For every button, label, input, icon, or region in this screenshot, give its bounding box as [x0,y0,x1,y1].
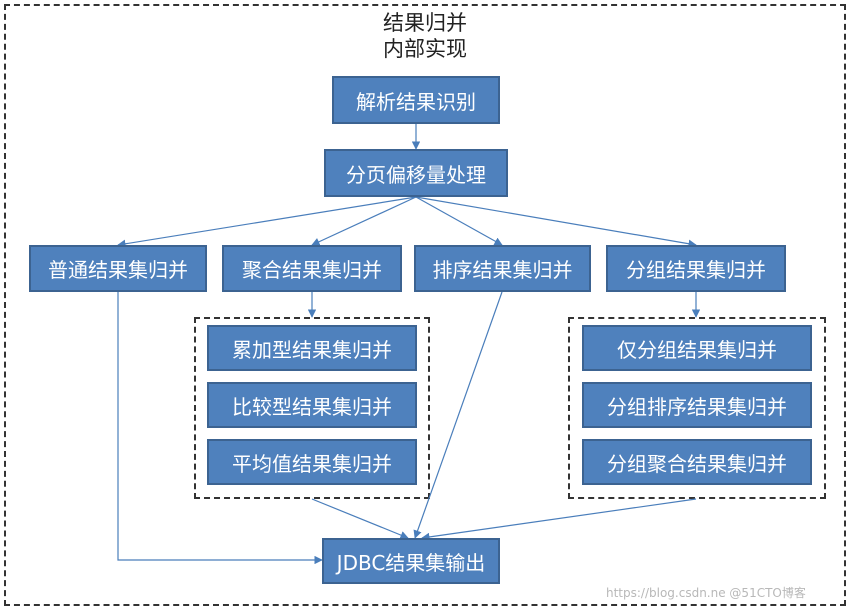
group-only-merge-node[interactable]: 仅分组结果集归并 [582,325,812,371]
normal-merge-node[interactable]: 普通结果集归并 [29,245,207,292]
arrow-paging-to-normal [117,196,417,248]
average-merge-node[interactable]: 平均值结果集归并 [207,439,417,485]
arrow-paging-to-sort [415,196,503,246]
accumulate-merge-node[interactable]: 累加型结果集归并 [207,325,417,371]
diagram-subtitle: 内部实现 [383,37,467,61]
group-aggregate-merge-node[interactable]: 分组聚合结果集归并 [582,439,812,485]
outer-dashed-frame [4,4,846,606]
sort-merge-node[interactable]: 排序结果集归并 [414,245,591,292]
arrow-normal-to-output [117,292,323,565]
diagram-title: 结果归并 [383,11,467,35]
aggregate-merge-node[interactable]: 聚合结果集归并 [222,245,402,292]
arrow-aggregate-frame-to-output [311,498,409,540]
watermark: https://blog.csdn.ne @51CTO博客 [606,586,806,600]
jdbc-output-node[interactable]: JDBC结果集输出 [322,538,500,584]
aggregate-subtypes-frame [194,317,430,499]
group-merge-node[interactable]: 分组结果集归并 [606,245,786,292]
arrow-paging-to-group [415,196,697,248]
arrow-sort-to-output [413,291,503,539]
group-subtypes-frame [568,317,826,499]
arrow-group-frame-to-output [421,498,697,542]
parse-result-node[interactable]: 解析结果识别 [332,76,500,124]
paging-offset-node[interactable]: 分页偏移量处理 [324,149,508,197]
arrow-paging-to-aggregate [311,196,417,246]
compare-merge-node[interactable]: 比较型结果集归并 [207,382,417,428]
group-sort-merge-node[interactable]: 分组排序结果集归并 [582,382,812,428]
